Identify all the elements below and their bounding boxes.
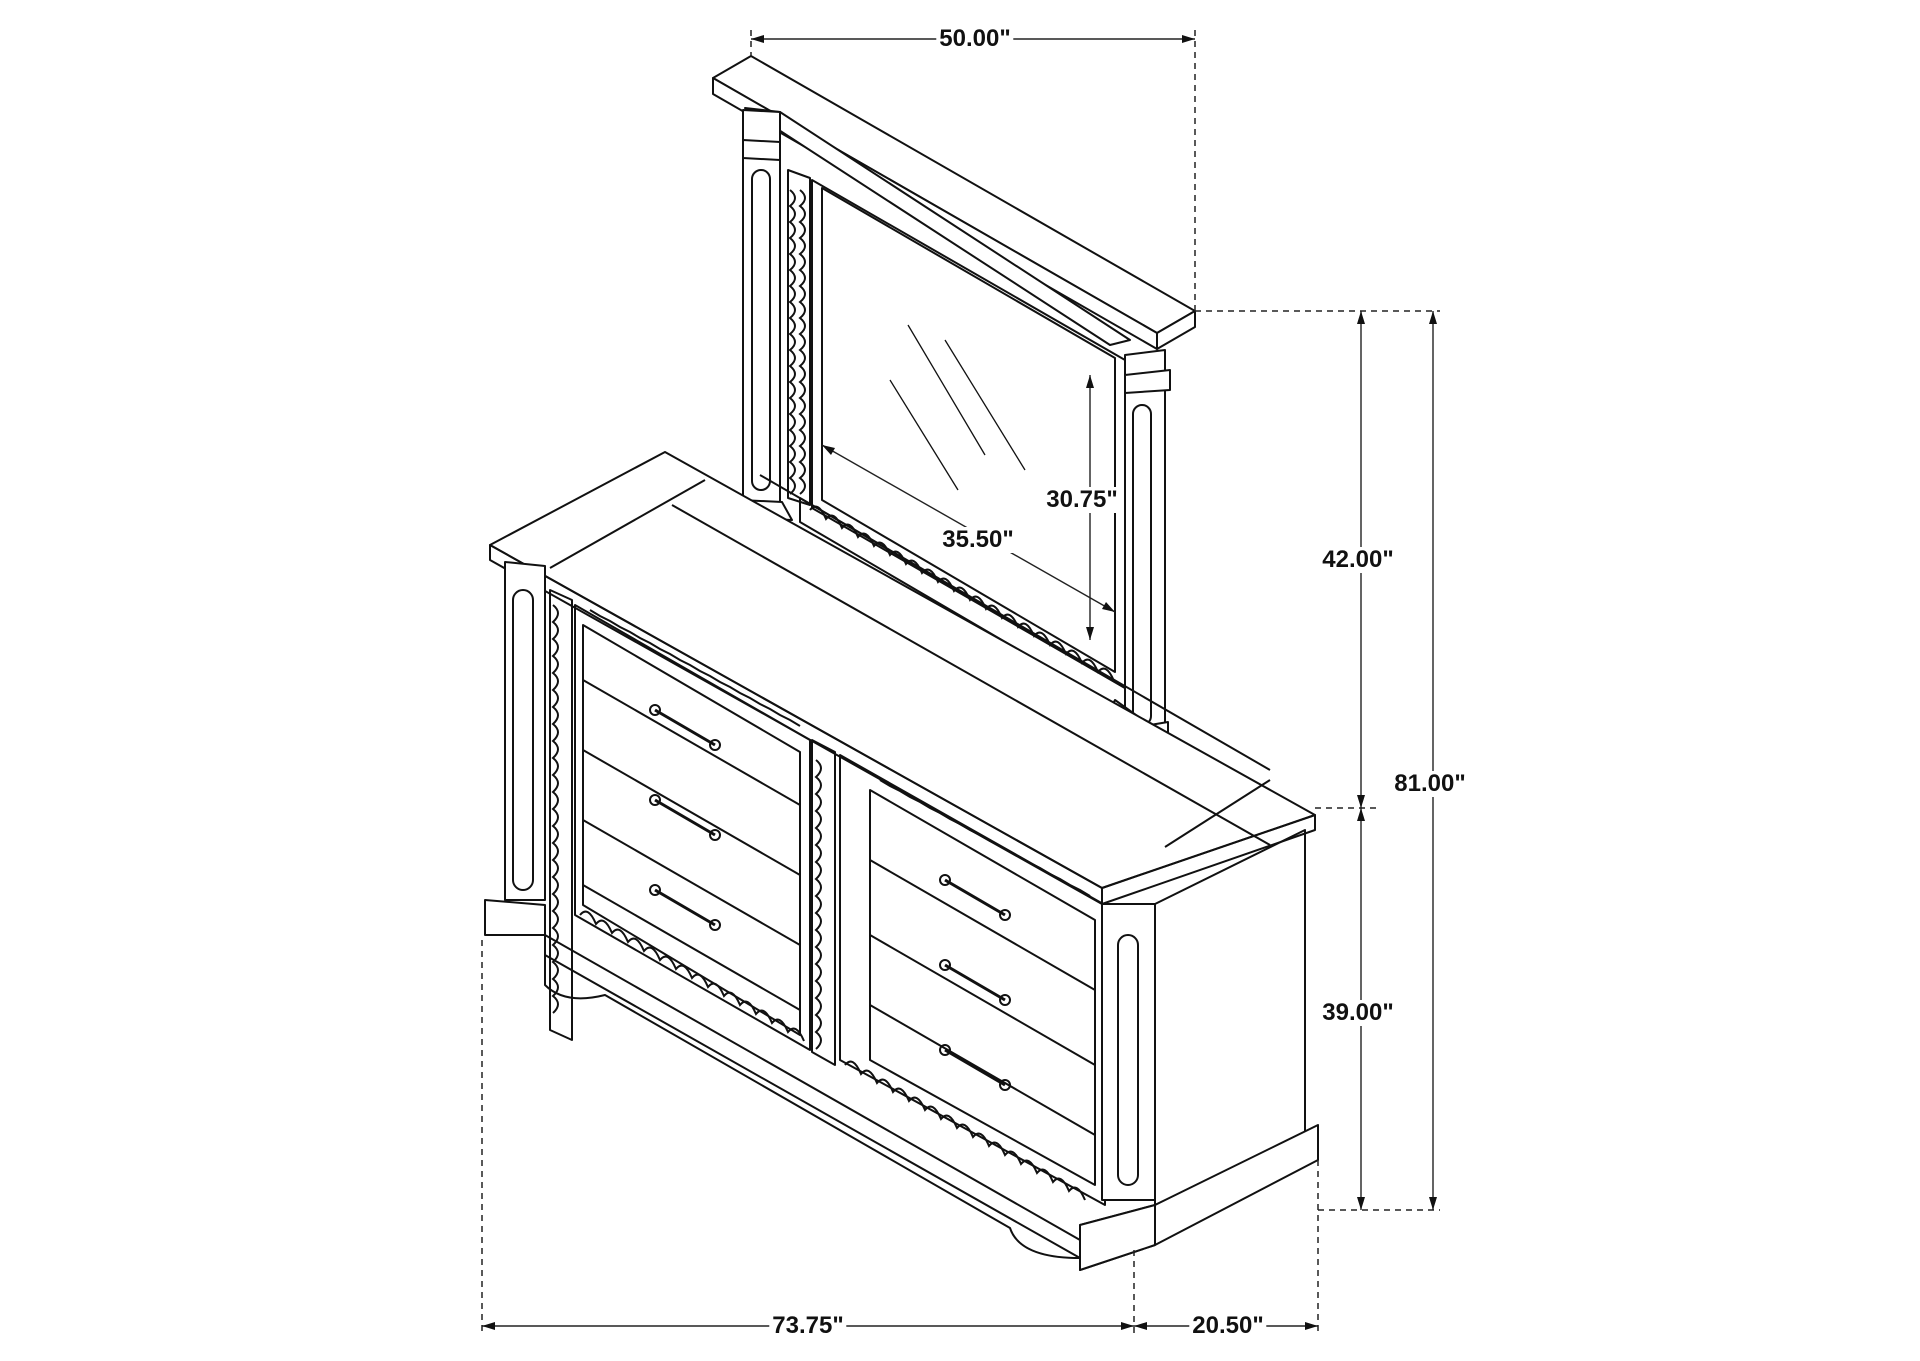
drawer-handle	[649, 884, 721, 931]
combined-height-label: 81.00"	[1391, 771, 1469, 797]
drawer-handle	[649, 704, 721, 751]
right-bank-carving	[844, 779, 1091, 1201]
dresser-center-carving	[814, 759, 822, 1050]
drawer-handle	[939, 874, 1011, 921]
drawer-handle	[939, 959, 1011, 1006]
dresser-depth-label: 20.50"	[1189, 1313, 1267, 1339]
dresser-left-carving	[551, 604, 559, 1014]
mirror-left-carving	[788, 189, 806, 495]
mirror-overall-height-label: 42.00"	[1319, 547, 1397, 573]
mirror-overall-width-label: 50.00"	[936, 26, 1014, 52]
left-bank-carving	[579, 609, 805, 1042]
dresser-width-label: 73.75"	[769, 1313, 847, 1339]
dresser-height-label: 39.00"	[1319, 1000, 1397, 1026]
drawer-handle	[649, 794, 721, 841]
drawer-handle	[939, 1044, 1011, 1091]
mirror-glass-width-label: 35.50"	[939, 527, 1017, 553]
mirror-glass-height-label: 30.75"	[1043, 487, 1121, 513]
dresser	[484, 451, 1319, 1271]
